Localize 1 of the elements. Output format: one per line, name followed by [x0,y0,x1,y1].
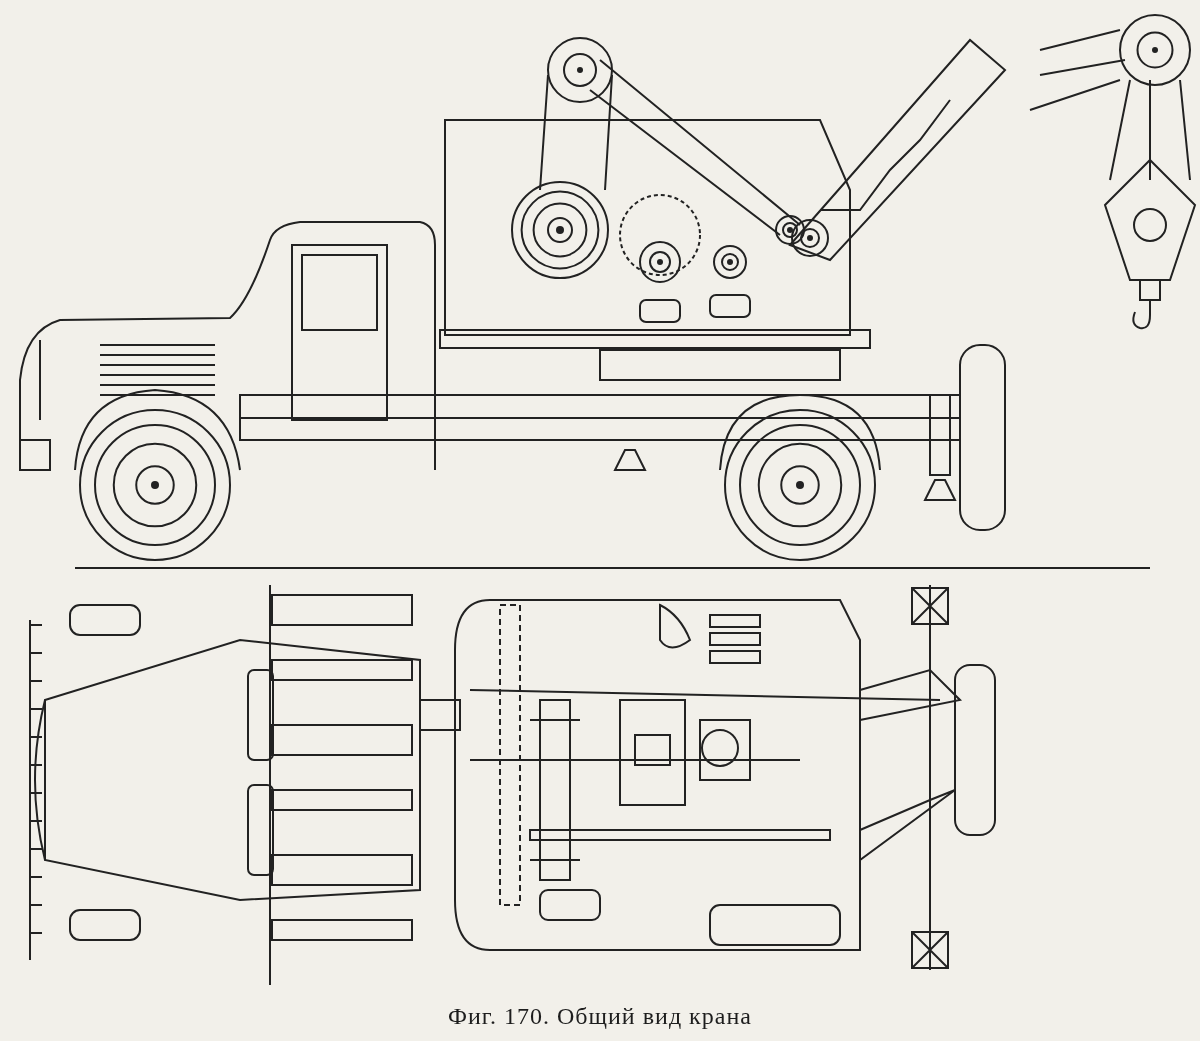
figure-caption: Фиг. 170. Общий вид крана [447,1003,753,1030]
